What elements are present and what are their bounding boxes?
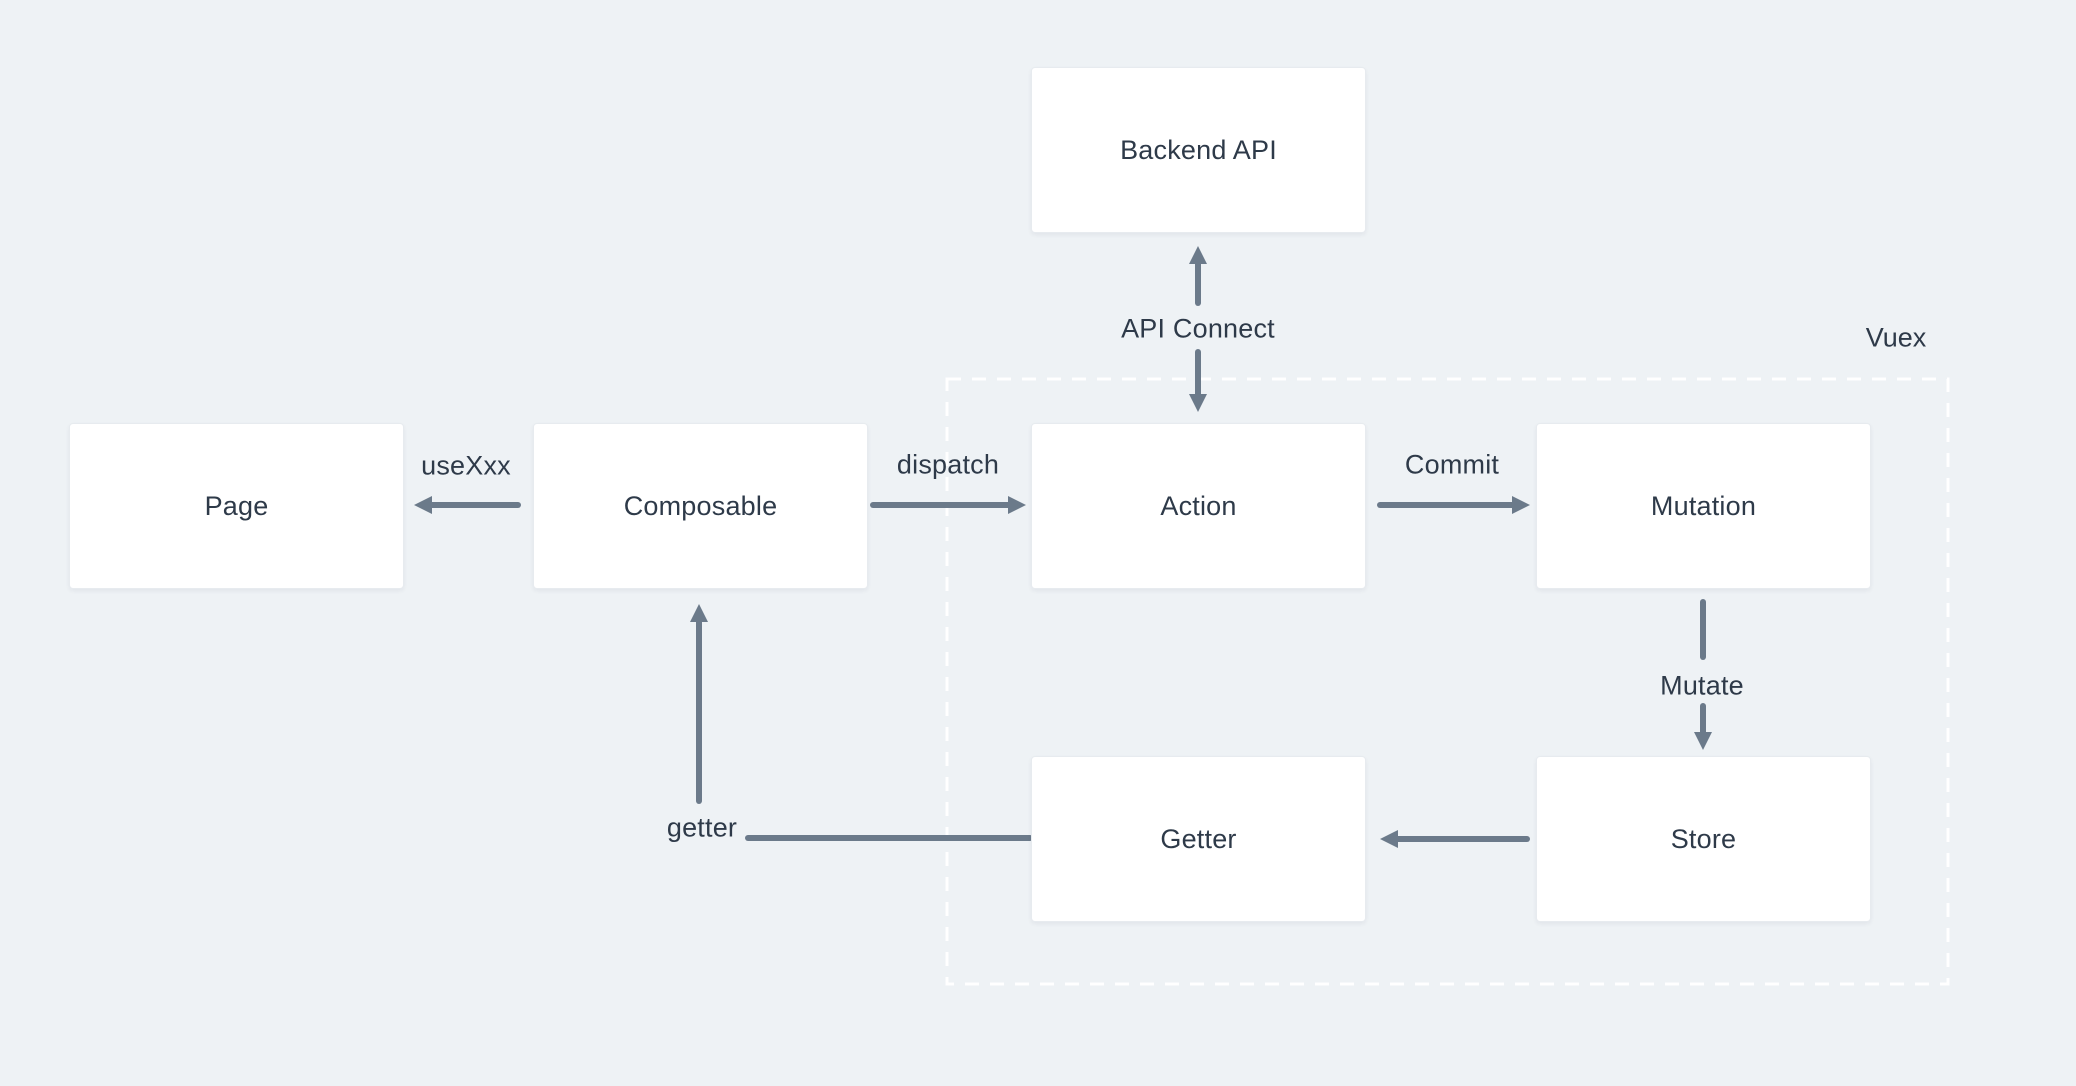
node-composable-label: Composable <box>623 490 778 521</box>
node-action-label: Action <box>1160 490 1237 521</box>
vuex-group-label: Vuex <box>1865 322 1927 353</box>
edge-label-dispatch: dispatch <box>896 449 1000 480</box>
node-page-label: Page <box>204 490 269 521</box>
node-backend-api: Backend API <box>1031 67 1366 233</box>
node-backend-api-label: Backend API <box>1120 134 1277 165</box>
edge-label-usexxx: useXxx <box>421 450 511 481</box>
node-store-label: Store <box>1670 823 1737 854</box>
node-getter-label: Getter <box>1160 823 1237 854</box>
edge-label-getter: getter <box>666 812 738 843</box>
node-page: Page <box>69 423 404 589</box>
node-composable: Composable <box>533 423 868 589</box>
node-mutation: Mutation <box>1536 423 1871 589</box>
node-mutation-label: Mutation <box>1650 490 1757 521</box>
node-store: Store <box>1536 756 1871 922</box>
edge-label-commit: Commit <box>1404 449 1500 480</box>
node-action: Action <box>1031 423 1366 589</box>
node-getter: Getter <box>1031 756 1366 922</box>
edge-label-api-connect: API Connect <box>1121 313 1275 344</box>
edge-label-mutate: Mutate <box>1660 670 1744 701</box>
